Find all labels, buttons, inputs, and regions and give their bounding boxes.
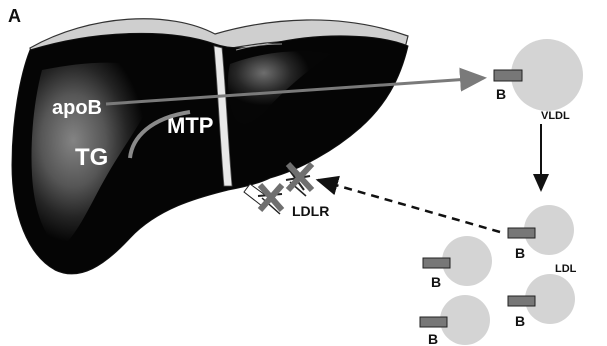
apob-label: apoB bbox=[52, 97, 102, 119]
ldl-apob-label: B bbox=[515, 245, 525, 261]
vldl-particle bbox=[494, 39, 583, 111]
ldl-uptake-arrow bbox=[318, 180, 500, 232]
vldl-label: VLDL bbox=[541, 110, 570, 122]
ldl-apob-box bbox=[420, 317, 447, 327]
tg-label: TG bbox=[75, 144, 108, 171]
ldl-apob-label: B bbox=[515, 313, 525, 329]
ldlr-label: LDLR bbox=[292, 203, 329, 219]
vldl-apob-label: B bbox=[496, 86, 506, 102]
ldl-apob-label: B bbox=[428, 331, 438, 346]
panel-label: A bbox=[8, 6, 21, 26]
ldl-apob-box bbox=[508, 228, 535, 238]
ldl-apob-box bbox=[508, 296, 535, 306]
vldl-apob-box bbox=[494, 70, 522, 81]
ldl-label: LDL bbox=[555, 263, 577, 275]
liver-illustration bbox=[12, 19, 408, 274]
ldl-apob-label: B bbox=[431, 274, 441, 290]
ldl-apob-box bbox=[423, 258, 450, 268]
